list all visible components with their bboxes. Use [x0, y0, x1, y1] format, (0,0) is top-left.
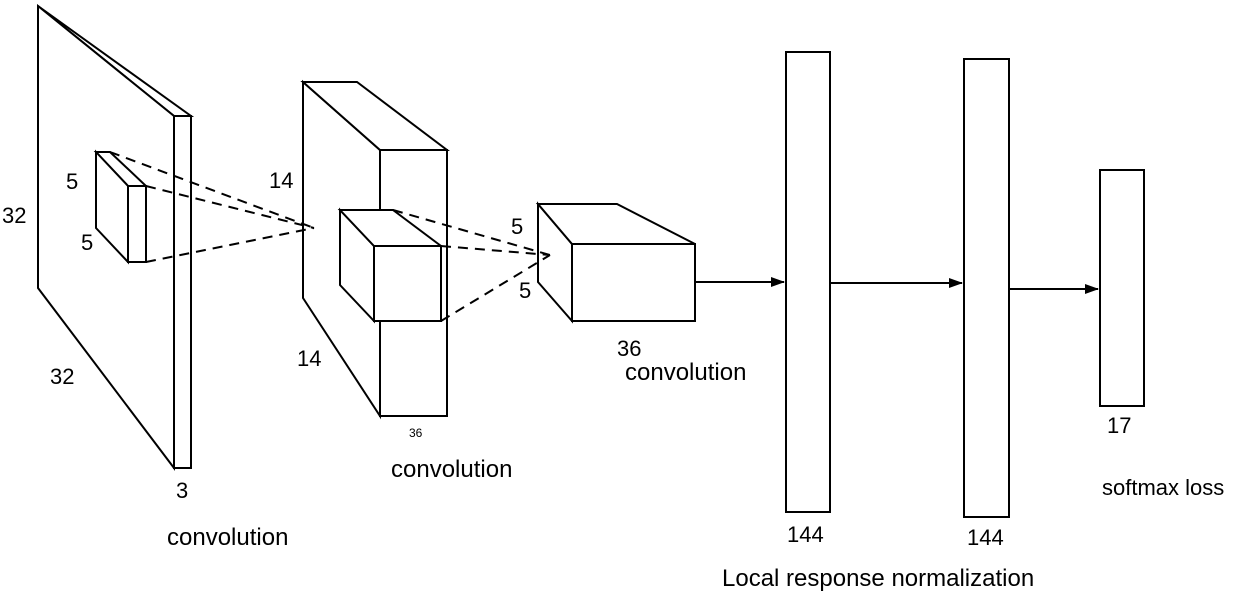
- layer3-depth-label: 36: [617, 336, 641, 361]
- kernel2-height-label: 5: [511, 214, 523, 239]
- kernel1-width-label: 5: [81, 230, 93, 255]
- kernel2-width-label: 5: [519, 278, 531, 303]
- layer2-depth-label: 36: [409, 426, 423, 440]
- projection-line: [109, 151, 315, 229]
- projection-lines-1: [109, 151, 315, 263]
- fc2-size-label: 144: [967, 525, 1004, 550]
- projection-line: [440, 254, 551, 322]
- output-layer: [1099, 169, 1145, 407]
- input-depth-label: 3: [176, 478, 188, 503]
- fc2-layer: [963, 58, 1010, 518]
- projection-line: [145, 185, 315, 229]
- conv3-caption: convolution: [625, 359, 746, 386]
- kernel2-box: [337, 207, 444, 324]
- kernel1-box: [93, 149, 149, 265]
- fc1-size-label: 144: [787, 522, 824, 547]
- layer2-height-label: 14: [269, 168, 293, 193]
- layer3-front-face: [571, 243, 696, 322]
- input-height-label: 32: [2, 203, 26, 228]
- conv1-caption: convolution: [167, 524, 288, 551]
- projection-line: [440, 245, 551, 256]
- input-width-label: 32: [50, 364, 74, 389]
- output-size-label: 17: [1107, 413, 1131, 438]
- conv2-caption: convolution: [391, 456, 512, 483]
- kernel1-height-label: 5: [66, 169, 78, 194]
- kernel2-front-face: [373, 245, 442, 322]
- projection-line: [392, 209, 551, 256]
- projection-line: [145, 227, 315, 263]
- projection-lines-2: [392, 209, 551, 322]
- kernel1-front-face: [127, 185, 147, 263]
- input-volume-side-face: [173, 115, 192, 469]
- layer2-width-label: 14: [297, 346, 321, 371]
- fc1-layer: [785, 51, 831, 513]
- lrn-caption: Local response normalization: [722, 565, 1034, 592]
- layer3-volume: [535, 201, 696, 324]
- softmax-caption: softmax loss: [1102, 475, 1224, 500]
